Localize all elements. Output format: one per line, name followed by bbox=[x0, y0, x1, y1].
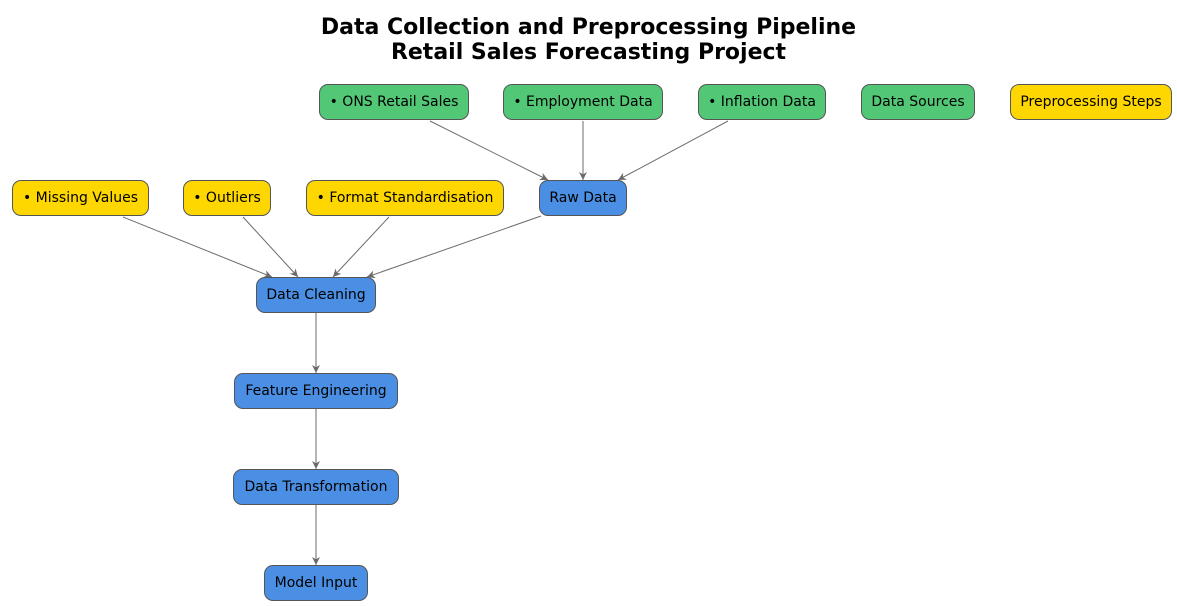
edge-ons-retail-sales-to-raw-data bbox=[429, 120, 549, 181]
node-data-transformation[interactable]: Data Transformation bbox=[233, 469, 399, 505]
node-raw-data[interactable]: Raw Data bbox=[539, 180, 627, 216]
edge-format-standardisation-to-data-cleaning bbox=[332, 216, 390, 278]
diagram-title-line-1: Data Collection and Preprocessing Pipeli… bbox=[320, 15, 857, 40]
edge-outliers-to-data-cleaning bbox=[242, 216, 299, 278]
node-employment-data[interactable]: • Employment Data bbox=[503, 84, 663, 120]
legend-data-sources: Data Sources bbox=[861, 84, 975, 120]
node-outliers[interactable]: • Outliers bbox=[183, 180, 271, 216]
edge-missing-values-to-data-cleaning bbox=[122, 216, 273, 278]
edge-raw-data-to-data-cleaning bbox=[366, 215, 542, 279]
node-missing-values[interactable]: • Missing Values bbox=[12, 180, 149, 216]
legend-preprocessing-steps: Preprocessing Steps bbox=[1010, 84, 1172, 120]
diagram-title-line-2: Retail Sales Forecasting Project bbox=[390, 40, 787, 65]
node-feature-engineering[interactable]: Feature Engineering bbox=[234, 373, 398, 409]
node-inflation-data[interactable]: • Inflation Data bbox=[698, 84, 826, 120]
node-model-input[interactable]: Model Input bbox=[264, 565, 368, 601]
node-format-standardisation[interactable]: • Format Standardisation bbox=[306, 180, 504, 216]
node-ons-retail-sales[interactable]: • ONS Retail Sales bbox=[319, 84, 469, 120]
edge-inflation-data-to-raw-data bbox=[617, 120, 729, 181]
node-data-cleaning[interactable]: Data Cleaning bbox=[256, 277, 376, 313]
